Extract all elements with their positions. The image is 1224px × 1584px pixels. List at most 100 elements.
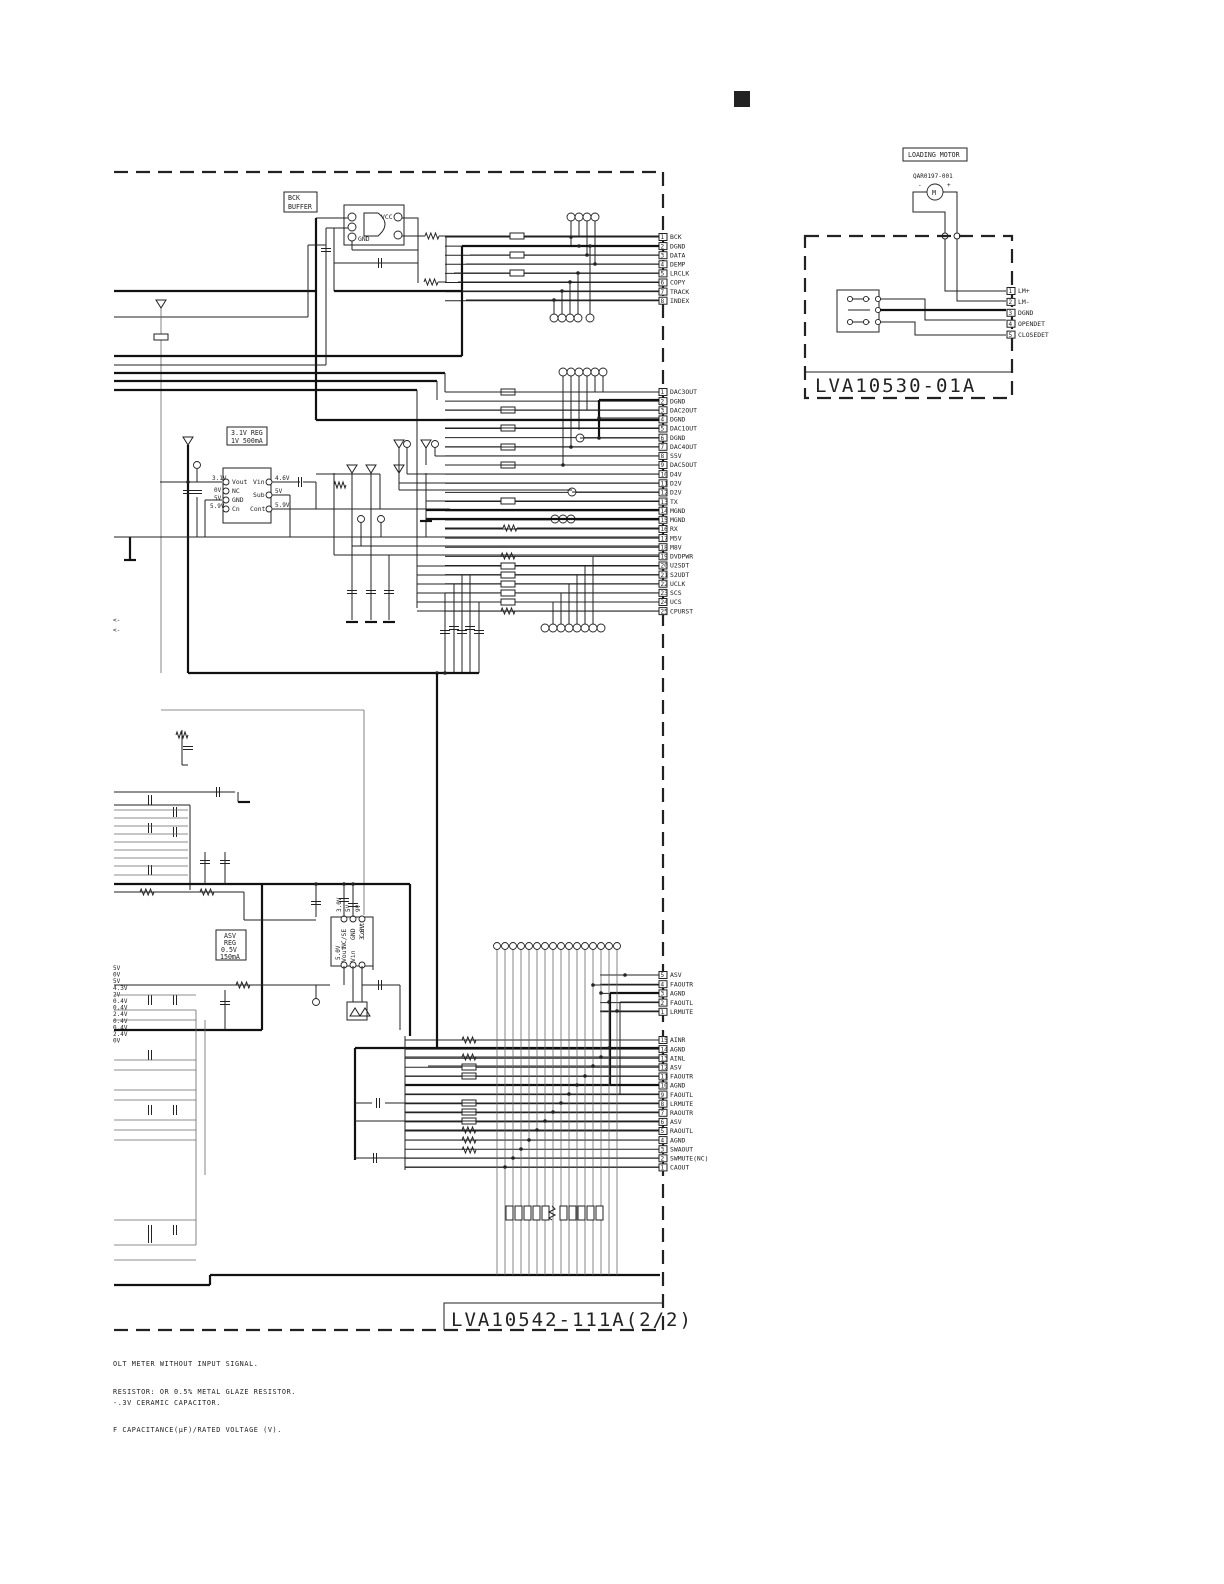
loading_board.pins-pinbox	[1006, 330, 1016, 339]
reg-33v-volt-1: 3.1V	[212, 475, 227, 482]
asv-reg-pin-vout: Vout	[340, 946, 348, 962]
fuse	[500, 562, 516, 570]
wire	[461, 1035, 477, 1045]
fuse	[509, 251, 525, 259]
connectors.cn_lower_b-pin-label: CAOUT	[670, 1164, 689, 1172]
top-testpoints	[549, 212, 600, 323]
loading_board.pins-pinbox	[1006, 319, 1016, 328]
connectors.cn_lower_a-pin-label: FAOUTR	[670, 980, 693, 988]
buffer-ic: VCC GND	[343, 204, 405, 246]
fuse	[500, 580, 516, 588]
connectors.cn_lower_b-pin-number: 9	[661, 1092, 665, 1099]
connectors.cn_lower_b-pin-label: AINR	[670, 1036, 686, 1044]
loading-motor-section: LOADING MOTOR QAR0197-001 M - + LVA10530…	[803, 147, 1014, 400]
main-board-wiring	[114, 217, 660, 1287]
asv-reg-label-2: REG	[224, 939, 236, 947]
loading_board.pins-pin-label: LM+	[1018, 287, 1030, 295]
connectors.cn_lower_b-pin-label: FAOUTR	[670, 1073, 693, 1081]
connectors.cn_lower_a-pin-label: AGND	[670, 990, 686, 998]
junction	[551, 1110, 555, 1114]
connectors.cn_mid-pin-number: 8	[661, 453, 665, 460]
wire	[139, 887, 155, 897]
reg-33v-volt-3: 5V	[214, 495, 222, 502]
reg-33v-volt-2: 0V	[214, 487, 222, 494]
reg-33v-pin-cont: Cont	[250, 505, 266, 513]
wire	[199, 887, 215, 897]
wire	[155, 299, 167, 309]
connectors.cn_mid-pin-label: DGND	[670, 397, 686, 405]
buffer-ic-gnd: GND	[358, 235, 370, 243]
loading_board.pins-pin-number: 1	[1009, 288, 1013, 295]
loading_board.pins-pinbox	[1006, 297, 1016, 306]
junction	[615, 1009, 619, 1013]
junction	[607, 1000, 611, 1004]
connectors.cn_mid-pin-number: 12	[661, 490, 669, 497]
connectors.cn_mid-pin-number: 13	[661, 499, 669, 506]
connectors.cn_lower_a-pin-number: 1	[661, 1009, 665, 1016]
reg-33v-pin-gnd: GND	[232, 496, 244, 504]
connectors.cn_lower_b-pin-label: LRMUTE	[670, 1100, 693, 1108]
loading_board.pins-pinbox	[1006, 308, 1016, 317]
connectors.cn_lower_b-pin-label: AGND	[670, 1045, 686, 1053]
testpoint	[431, 440, 439, 448]
connectors.cn_lower_b-pin-number: 3	[661, 1146, 665, 1153]
testpoint	[377, 515, 385, 523]
connectors.cn_mid-pin-number: 10	[661, 471, 669, 478]
note-1: OLT METER WITHOUT INPUT SIGNAL.	[113, 1360, 258, 1368]
connectors.cn_top-pin-label: LRCLK	[670, 270, 689, 278]
wire	[393, 439, 405, 449]
connectors.cn_lower_a-pin-number: 5	[661, 972, 665, 979]
bottom-filter-block	[505, 1205, 604, 1221]
junction	[511, 1156, 515, 1160]
connectors.cn_lower_b-pin-number: 1	[661, 1165, 665, 1172]
connectors.cn_top-pin-number: 1	[661, 234, 665, 241]
left-edge-volt: 2.4V	[113, 1011, 128, 1018]
left-edge-volt: 0.4V	[113, 1005, 128, 1012]
left-edge-volt: 0V	[113, 1038, 121, 1045]
testpoint	[509, 942, 517, 950]
wire	[235, 980, 251, 990]
reg-33v-volt-4: 5.9V	[210, 503, 225, 510]
reg-33v-volt-6: 5V	[275, 488, 283, 495]
asv-reg-pin-vin: Vin	[349, 950, 357, 962]
reg-33v-pin-vout: Vout	[232, 478, 248, 486]
reg-33v-label-2: 1V 500mA	[231, 437, 263, 445]
connectors.cn_mid-pin-label: SCS	[670, 589, 682, 597]
connectors.cn_top-pin-label: DEMP	[670, 261, 686, 269]
left-edge-volt: 5V	[113, 978, 121, 985]
connectors.cn_mid-pin-number: 9	[661, 462, 665, 469]
connectors.cn_lower_b-pin-label: AINL	[670, 1054, 686, 1062]
main-board-outline	[114, 170, 665, 1332]
loading_board.pins-pin-label: DGND	[1018, 309, 1034, 317]
junction	[591, 983, 595, 987]
reg-33v-pin-nc: NC	[232, 487, 240, 495]
connectors.cn_mid-pin-number: 3	[661, 407, 665, 414]
reg-33v-pin-vin: Vin	[253, 478, 265, 486]
junction	[552, 298, 556, 302]
wire	[420, 439, 432, 449]
connectors.cn_mid-pin-number: 6	[661, 435, 665, 442]
fuse	[509, 269, 525, 277]
testpoint	[557, 942, 565, 950]
loading_board.pins-pin-number: 3	[1009, 310, 1013, 317]
connectors.cn_top-pin-label: TRACK	[670, 288, 689, 296]
connectors.cn_mid-pin-number: 20	[661, 563, 669, 570]
fuse	[153, 333, 169, 341]
connectors.cn_lower_b-pin-number: 13	[661, 1055, 669, 1062]
connectors.cn_mid-pin-label: RX	[670, 525, 678, 533]
testpoint	[613, 942, 621, 950]
left-edge-volt: 0.4V	[113, 998, 128, 1005]
testpoint	[605, 942, 613, 950]
connectors.cn_mid-pin-number: 7	[661, 444, 665, 451]
asv-reg-label-1: ASV	[224, 932, 236, 940]
left-edge-volt: 4.3V	[113, 985, 128, 992]
connectors.cn_lower_b-pin-number: 2	[661, 1156, 665, 1163]
wire	[402, 217, 419, 250]
connectors.cn_lower_b-pin-label: ASV	[670, 1064, 682, 1072]
connectors.cn_mid-pin-number: 24	[661, 599, 669, 606]
connectors.cn_top-pin-label: COPY	[670, 279, 686, 287]
wire	[333, 480, 347, 490]
section-marker	[734, 91, 750, 107]
junction	[560, 289, 564, 293]
